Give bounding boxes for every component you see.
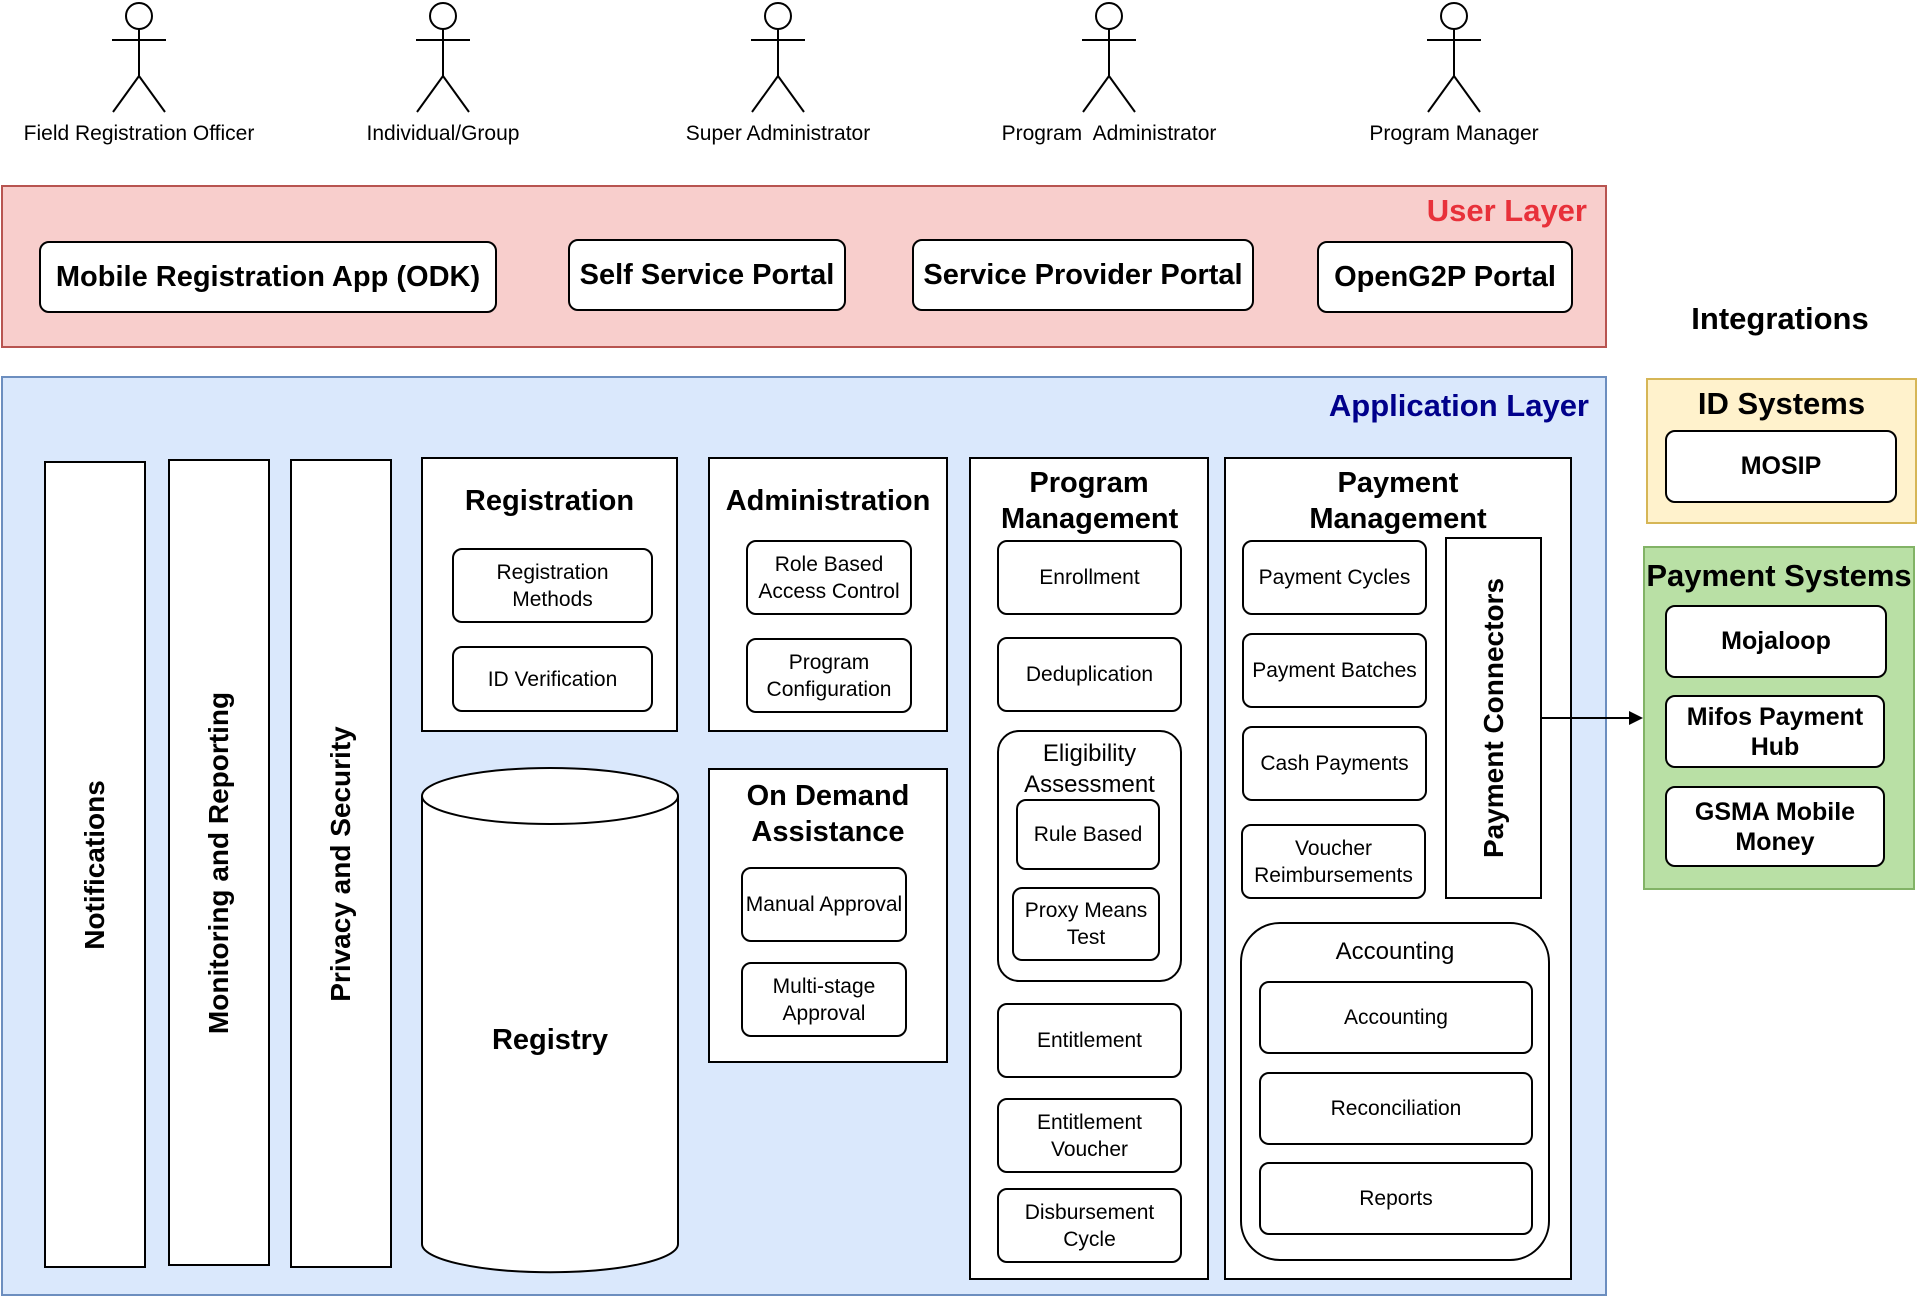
mosip-box[interactable]: MOSIP (1665, 430, 1897, 503)
user-layer: User Layer Mobile Registration App (ODK)… (1, 185, 1607, 348)
portal-mobile-registration-app[interactable]: Mobile Registration App (ODK) (39, 241, 497, 313)
gsma-mobile-money-box[interactable]: GSMA Mobile Money (1665, 786, 1885, 867)
entitlement-box[interactable]: Entitlement (997, 1003, 1182, 1078)
stick-figure-icon (416, 2, 470, 113)
stick-figure-icon (751, 2, 805, 113)
notifications-label: Notifications (79, 779, 110, 950)
portal-self-service[interactable]: Self Service Portal (568, 239, 846, 311)
monitoring-reporting-label: Monitoring and Reporting (203, 691, 234, 1034)
actor-super-administrator: Super Administrator (658, 0, 898, 146)
payment-systems-title: Payment Systems (1646, 558, 1912, 593)
privacy-security-bar[interactable]: Privacy and Security (290, 459, 392, 1268)
actor-program-administrator: Program Administrator (989, 0, 1229, 146)
administration-title: Administration (725, 485, 931, 517)
stick-figure-icon (1082, 2, 1136, 113)
enrollment-box[interactable]: Enrollment (997, 540, 1182, 615)
actor-field-registration-officer: Field Registration Officer (19, 0, 259, 146)
accounting-group-title: Accounting (1335, 938, 1455, 965)
eligibility-assessment-title: Eligibility Assessment (1024, 740, 1155, 798)
payment-connectors-label: Payment Connectors (1477, 577, 1509, 859)
portal-service-provider[interactable]: Service Provider Portal (912, 239, 1254, 311)
reports-box[interactable]: Reports (1259, 1162, 1533, 1235)
actor-label: Super Administrator (685, 122, 871, 145)
actor-label: Individual/Group (366, 122, 520, 145)
registry-label: Registry (491, 1024, 609, 1056)
portal-openg2p[interactable]: OpenG2P Portal (1317, 241, 1573, 313)
mojaloop-box[interactable]: Mojaloop (1665, 605, 1887, 678)
actor-individual-group: Individual/Group (323, 0, 563, 146)
id-systems-title: ID Systems (1697, 386, 1866, 421)
program-management-title: Program Management (1001, 467, 1179, 535)
entitlement-voucher-box[interactable]: Entitlement Voucher (997, 1098, 1182, 1173)
deduplication-box[interactable]: Deduplication (997, 637, 1182, 712)
actor-label: Field Registration Officer (23, 122, 255, 145)
accounting-box[interactable]: Accounting (1259, 981, 1533, 1054)
registration-methods-box[interactable]: Registration Methods (452, 548, 653, 623)
payment-cycles-box[interactable]: Payment Cycles (1242, 540, 1427, 615)
registration-title: Registration (464, 485, 635, 517)
actor-label: Program Administrator (1001, 122, 1217, 145)
privacy-security-label: Privacy and Security (325, 725, 356, 1002)
application-layer-title: Application Layer (1328, 388, 1589, 423)
rule-based-box[interactable]: Rule Based (1016, 799, 1160, 870)
payment-connectors-bar[interactable]: Payment Connectors (1445, 537, 1542, 899)
proxy-means-test-box[interactable]: Proxy Means Test (1012, 887, 1160, 961)
connector-arrow (1541, 711, 1643, 725)
registry-cylinder[interactable] (420, 766, 680, 1274)
id-verification-box[interactable]: ID Verification (452, 646, 653, 712)
manual-approval-box[interactable]: Manual Approval (741, 867, 907, 942)
monitoring-reporting-bar[interactable]: Monitoring and Reporting (168, 459, 270, 1266)
role-based-access-control-box[interactable]: Role Based Access Control (746, 540, 912, 615)
mifos-payment-hub-box[interactable]: Mifos Payment Hub (1665, 695, 1885, 768)
disbursement-cycle-box[interactable]: Disbursement Cycle (997, 1188, 1182, 1263)
payment-batches-box[interactable]: Payment Batches (1242, 633, 1427, 708)
actor-label: Program Manager (1369, 122, 1539, 145)
multi-stage-approval-box[interactable]: Multi-stage Approval (741, 962, 907, 1037)
user-layer-title: User Layer (1426, 193, 1587, 228)
payment-management-title: Payment Management (1309, 467, 1487, 535)
on-demand-assistance-title: On Demand Assistance (746, 780, 910, 848)
actor-program-manager: Program Manager (1334, 0, 1574, 146)
stick-figure-icon (1427, 2, 1481, 113)
integrations-title: Integrations (1691, 301, 1869, 336)
notifications-bar[interactable]: Notifications (44, 461, 146, 1268)
cash-payments-box[interactable]: Cash Payments (1242, 726, 1427, 801)
reconciliation-box[interactable]: Reconciliation (1259, 1072, 1533, 1145)
program-configuration-box[interactable]: Program Configuration (746, 638, 912, 713)
stick-figure-icon (112, 2, 166, 113)
voucher-reimbursements-box[interactable]: Voucher Reimbursements (1241, 824, 1426, 899)
